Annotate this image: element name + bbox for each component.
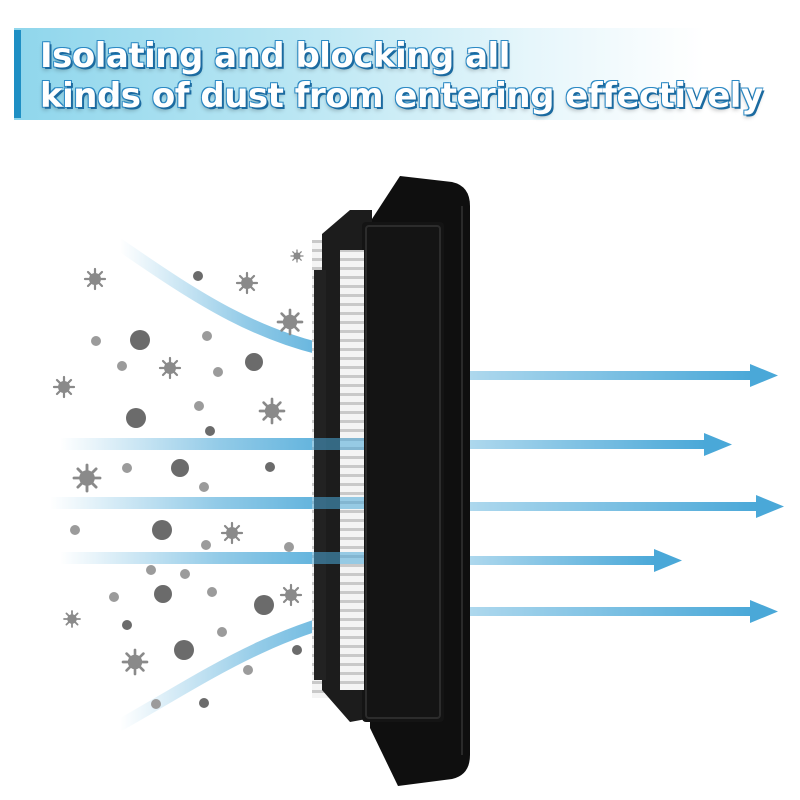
dust-particle-icon [126, 408, 146, 428]
dust-particle-icon [201, 540, 211, 550]
dust-particle-icon [70, 525, 80, 535]
dust-particle-icon [151, 699, 161, 709]
airflow-arrow-icon [470, 600, 778, 623]
incoming-stream-2 [50, 497, 350, 509]
dust-particle-icon [217, 627, 227, 637]
germ-icon [72, 463, 102, 493]
dust-particle-icon [152, 520, 172, 540]
dust-particle-icon [243, 665, 253, 675]
incoming-overlay-2 [312, 497, 364, 509]
germ-icon [83, 267, 107, 291]
airflow-arrow-icon [470, 364, 778, 387]
incoming-stream-1 [60, 438, 350, 450]
dust-particle-icon [122, 463, 132, 473]
dust-particle-icon [174, 640, 194, 660]
headline-banner [14, 28, 704, 120]
germ-icon [279, 583, 303, 607]
dust-particle-icon [117, 361, 127, 371]
dust-particle-icon [193, 271, 203, 281]
air-filter [312, 176, 470, 786]
dust-particle-icon [199, 482, 209, 492]
filter-frame-edge [314, 270, 326, 680]
dust-particle-icon [292, 645, 302, 655]
filter-frame-front [362, 222, 444, 722]
dust-particle-icon [154, 585, 172, 603]
filter-frame-rim [365, 225, 441, 719]
filter-pleated-media-front [340, 250, 364, 690]
dust-particle-icon [194, 401, 204, 411]
dust-particle-icon [207, 587, 217, 597]
dust-cloud [70, 271, 302, 709]
dust-particle-icon [245, 353, 263, 371]
germ-cloud [52, 249, 304, 676]
germ-icon [220, 521, 244, 545]
germ-icon [258, 397, 286, 425]
incoming-airflow-overlay [312, 438, 364, 564]
headline-line-1: Isolating and blocking all [40, 36, 510, 76]
dust-particle-icon [199, 698, 209, 708]
dust-particle-icon [130, 330, 150, 350]
germ-icon [63, 610, 81, 628]
dust-particle-icon [171, 459, 189, 477]
headline-line-2: kinds of dust from entering effectively [40, 76, 763, 116]
dust-particle-icon [202, 331, 212, 341]
dust-particle-icon [265, 462, 275, 472]
germ-icon [121, 648, 149, 676]
incoming-stream-3 [60, 552, 350, 564]
dust-particle-icon [109, 592, 119, 602]
dust-particle-icon [284, 542, 294, 552]
dust-particle-icon [146, 565, 156, 575]
germ-icon [52, 375, 76, 399]
dust-particle-icon [205, 426, 215, 436]
germ-icon [158, 356, 182, 380]
dust-particle-icon [122, 620, 132, 630]
germ-icon [276, 308, 304, 336]
germ-icon [290, 249, 304, 263]
outgoing-airflow [470, 364, 784, 623]
dust-particle-icon [213, 367, 223, 377]
incoming-overlay-3 [312, 552, 364, 564]
airflow-arrow-icon [470, 495, 784, 518]
dust-particle-icon [91, 336, 101, 346]
airflow-arrow-icon [470, 433, 732, 456]
incoming-overlay-1 [312, 438, 364, 450]
dust-particle-icon [254, 595, 274, 615]
dust-particle-icon [180, 569, 190, 579]
germ-icon [235, 271, 259, 295]
airflow-arrow-icon [470, 549, 682, 572]
headline-accent-bar [14, 30, 21, 118]
